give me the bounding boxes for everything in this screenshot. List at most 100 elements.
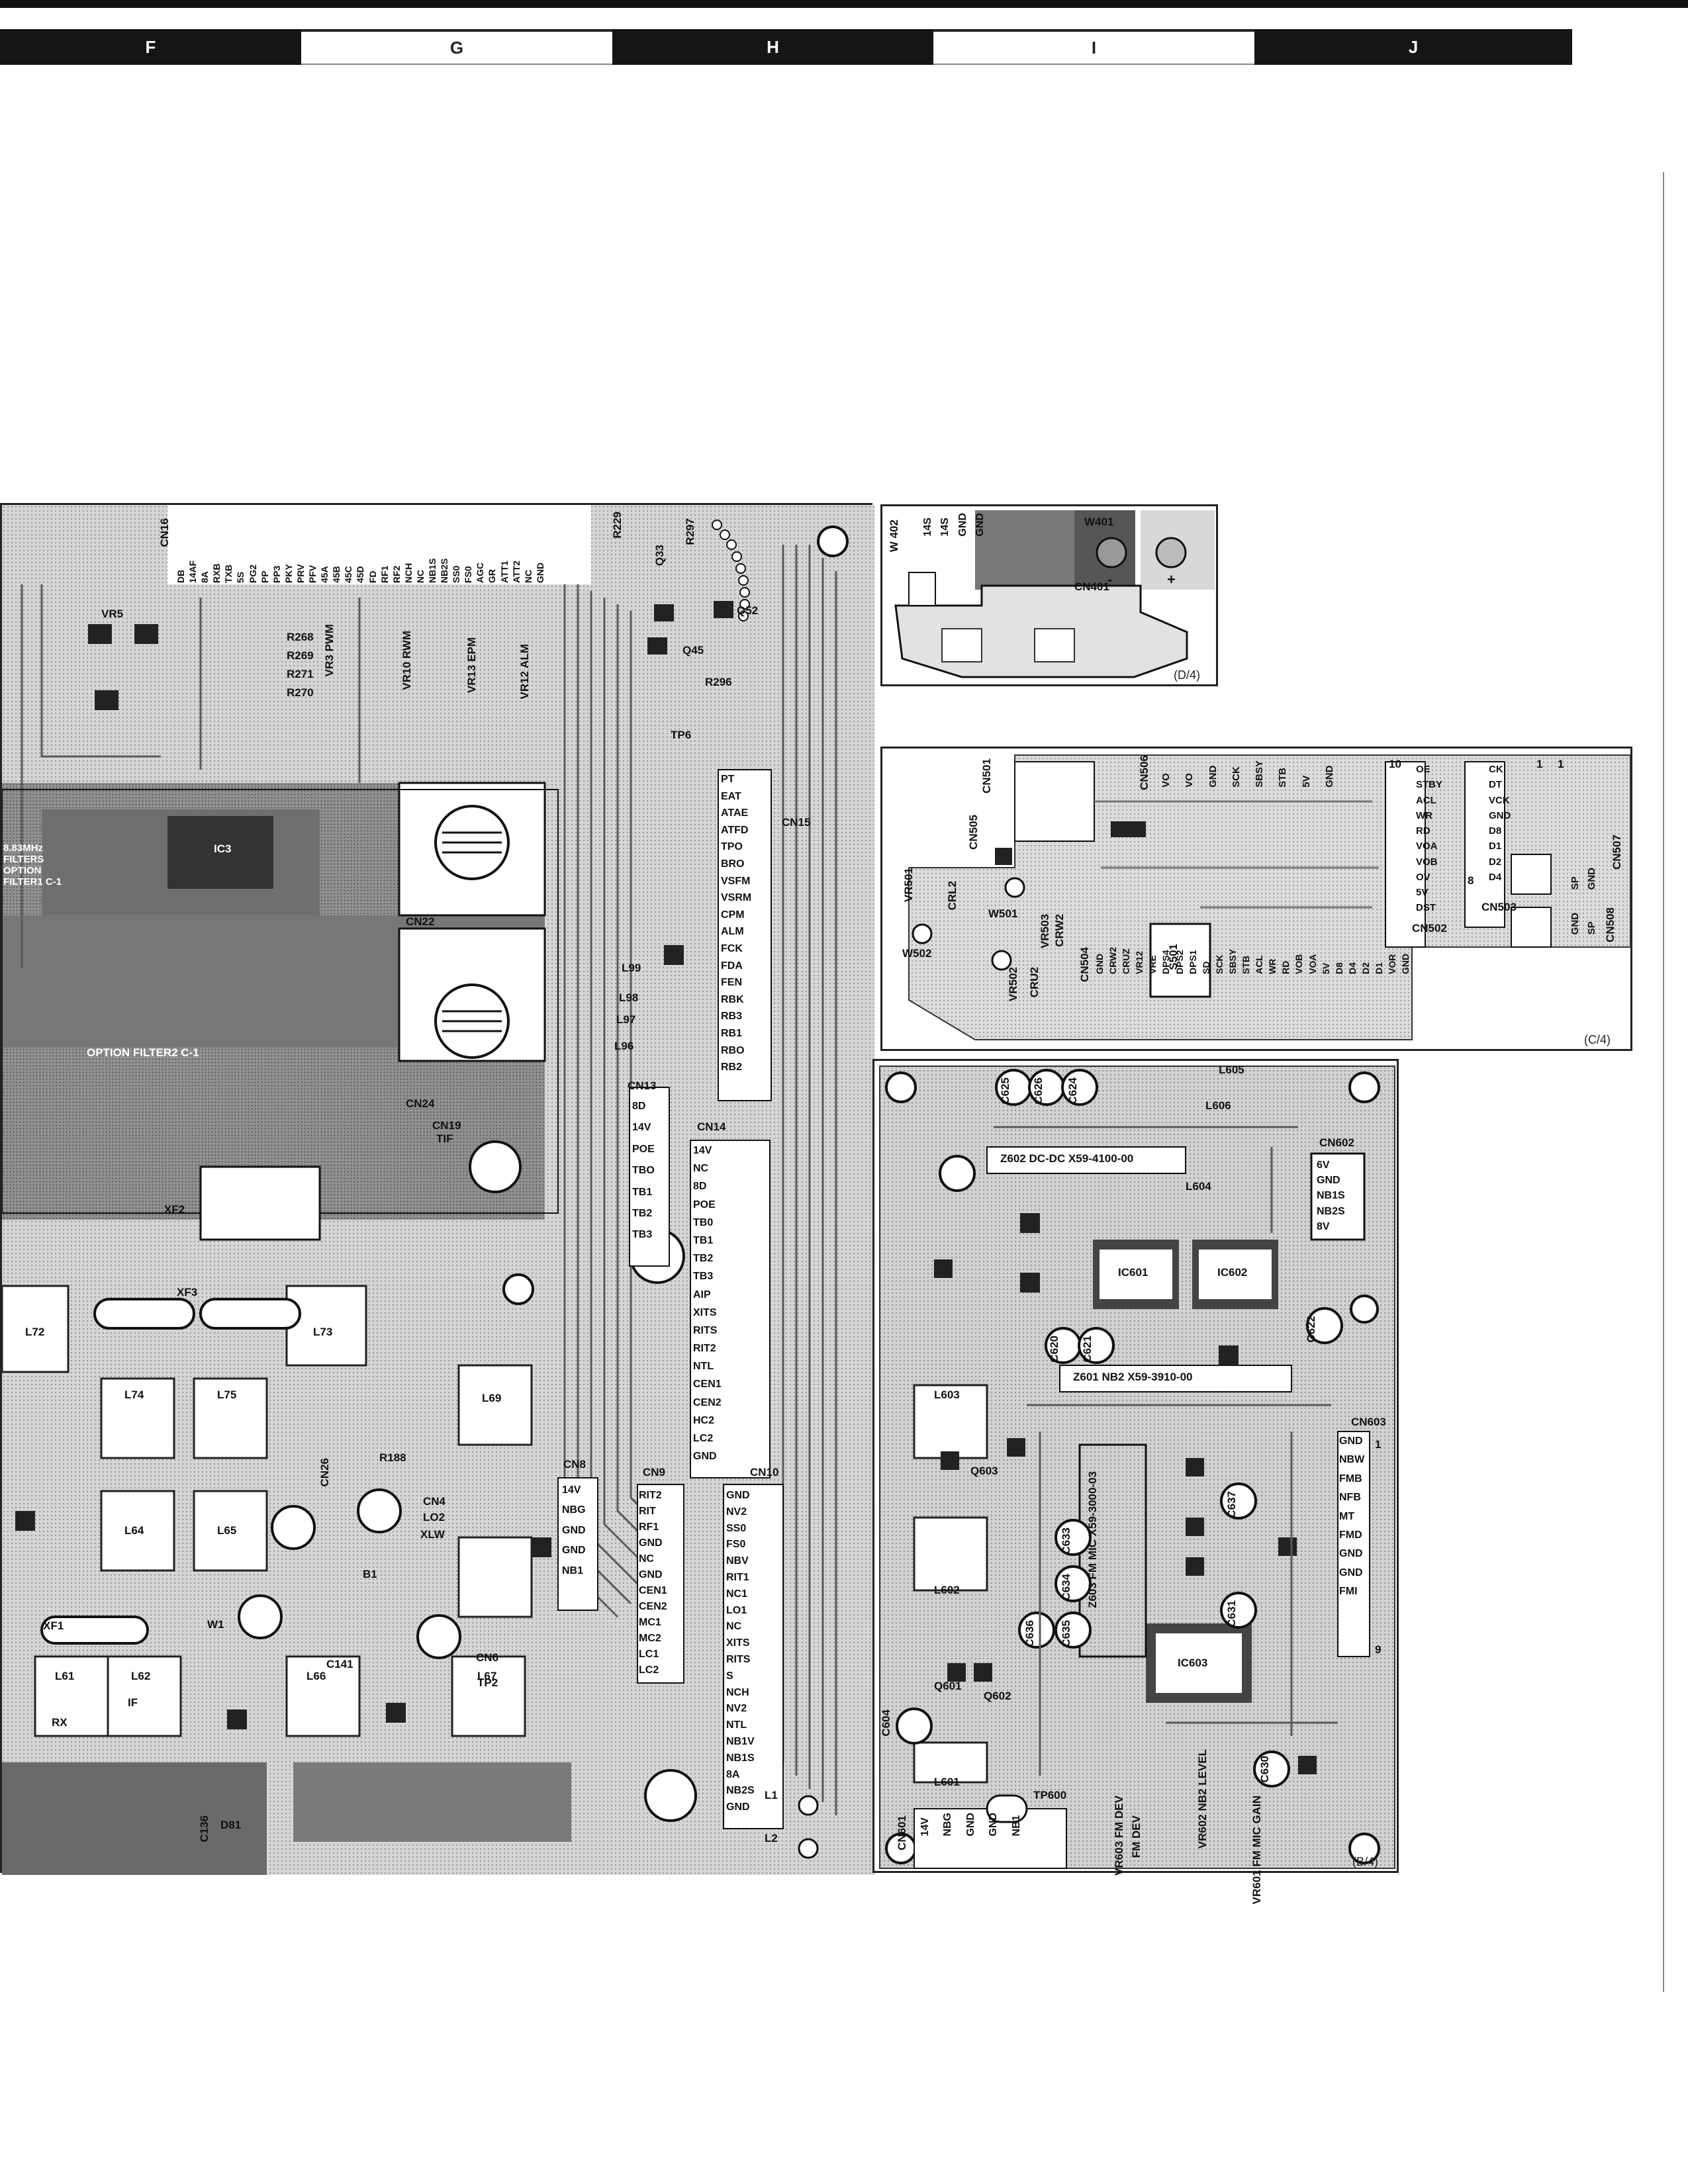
cn16-strip-pin: RXB: [211, 563, 222, 583]
d4-pins-pin: 14S: [922, 518, 933, 537]
cn504-row-pin: VOB: [1293, 954, 1305, 974]
cn601-row-pin: GND: [988, 1813, 1000, 1837]
label-w501: W501: [988, 907, 1018, 920]
cn16-strip-pin: PFV: [307, 565, 318, 583]
label-r270: R270: [287, 686, 314, 699]
label-c625: C625: [999, 1077, 1011, 1105]
label-w401: W401: [1084, 516, 1114, 528]
label-cn26: CN26: [318, 1458, 331, 1487]
label-r269: R269: [287, 649, 314, 662]
cn14-col-pin: GND: [693, 1451, 717, 1463]
cn602-col-pin: GND: [1317, 1175, 1340, 1187]
cn503-col-pin: VCK: [1489, 794, 1510, 806]
label-c635: C635: [1060, 1620, 1072, 1647]
label-cru2: CRU2: [1028, 967, 1041, 998]
cn10-col-pin: NB1S: [726, 1752, 755, 1764]
cn10-col-pin: NV2: [726, 1506, 747, 1518]
label-l65: L65: [217, 1524, 237, 1537]
cn14-col-pin: XITS: [693, 1306, 717, 1318]
label-cn24: CN24: [406, 1097, 435, 1110]
label-r296: R296: [705, 676, 732, 688]
board-c4-traces: [908, 754, 1631, 1040]
label-crl2: CRL2: [946, 881, 959, 911]
cn504-row-pin: ACL: [1254, 955, 1265, 974]
cn10-col-pin: NTL: [726, 1719, 747, 1731]
cn603-col-pin: NBW: [1339, 1454, 1365, 1466]
label-r268: R268: [287, 631, 314, 643]
cn602-col-pin: 6V: [1317, 1160, 1330, 1171]
cn10-col-pin: NV2: [726, 1703, 747, 1715]
label-ic602: IC602: [1217, 1266, 1248, 1279]
cn506-row-pin: VO: [1184, 773, 1196, 788]
cn16-strip-pin: PG2: [247, 564, 258, 583]
cn16-strip-pin: PKY: [283, 564, 294, 583]
cn502-col-pin: VOA: [1416, 841, 1438, 852]
cn15-col-pin: RB3: [721, 1011, 743, 1023]
cn15-col-pin: RB1: [721, 1027, 743, 1039]
label-l96: L96: [614, 1040, 634, 1052]
label-fm-dev: FM DEV: [1130, 1815, 1143, 1858]
label-vr503: VR503: [1039, 914, 1051, 948]
cn16-strip-pin: DB: [175, 569, 186, 583]
cn10-col-pin: RIT1: [726, 1571, 749, 1583]
cn9-col-pin: GND: [639, 1569, 663, 1580]
label-l601: L601: [934, 1776, 960, 1788]
label-c630: C630: [1258, 1756, 1271, 1783]
label-tp2: TP2: [477, 1676, 498, 1689]
label-q603: Q603: [970, 1465, 998, 1477]
label-l1: L1: [765, 1789, 778, 1801]
label-xf1: XF1: [43, 1619, 64, 1632]
cn10-col-pin: NB1V: [726, 1735, 755, 1747]
cn15-col-pin: ALM: [721, 926, 744, 938]
label-if: IF: [128, 1696, 138, 1709]
cn507-row-pin: GND: [1586, 868, 1598, 890]
cn502-col-pin: VOB: [1416, 856, 1438, 868]
cn504-row-pin: RD: [1280, 960, 1291, 974]
cn16-strip-pin: 8A: [199, 571, 211, 583]
board-b4-tag: (B/4): [1352, 1855, 1379, 1868]
label-cn16: CN16: [158, 518, 171, 547]
label-cn507: CN507: [1611, 835, 1623, 870]
cn603-col-pin: FMB: [1339, 1473, 1362, 1484]
label-w1: W1: [207, 1618, 224, 1631]
cn16-strip-pin: RF1: [379, 565, 390, 583]
cn16-strip-pin: SS0: [451, 565, 462, 583]
label-vr13: VR13 EPM: [465, 637, 478, 694]
cn10-col-pin: SS0: [726, 1522, 747, 1534]
label-ic603: IC603: [1178, 1657, 1208, 1669]
cn504-row-pin: D2: [1360, 962, 1371, 974]
cn603-col-pin: GND: [1339, 1567, 1363, 1578]
cn10-col-pin: S: [726, 1670, 733, 1682]
cn14-col-pin: LC2: [693, 1433, 714, 1444]
label-l73: L73: [313, 1326, 333, 1338]
cn16-strip-pin: 14AF: [187, 560, 199, 583]
cn603-col-pin: FMI: [1339, 1586, 1358, 1598]
cn506-row-pin: GND: [1323, 765, 1335, 788]
label-c626: C626: [1032, 1077, 1045, 1105]
cn502-col-pin: STBY: [1416, 779, 1443, 791]
label-l75: L75: [217, 1388, 237, 1401]
cn14-col-pin: 8D: [693, 1181, 707, 1193]
cn13-col-pin: 14V: [632, 1122, 651, 1134]
cn602-col-pin: NB1S: [1317, 1190, 1345, 1202]
label-cn505: CN505: [967, 815, 980, 850]
cn15-col-pin: FDA: [721, 960, 743, 972]
cn602-col-pin: 8V: [1317, 1220, 1330, 1232]
cn504-row-pin: SBSY: [1227, 948, 1238, 974]
label-c141: C141: [326, 1658, 353, 1670]
cn503-col-pin: D4: [1489, 871, 1502, 883]
cn9-col-pin: RIT2: [639, 1490, 662, 1501]
label-l64: L64: [124, 1524, 144, 1537]
board-c4-tag: (C/4): [1584, 1033, 1611, 1046]
cn13-col-pin: TBO: [632, 1165, 655, 1177]
cn14-col-pin: TB1: [693, 1234, 714, 1246]
